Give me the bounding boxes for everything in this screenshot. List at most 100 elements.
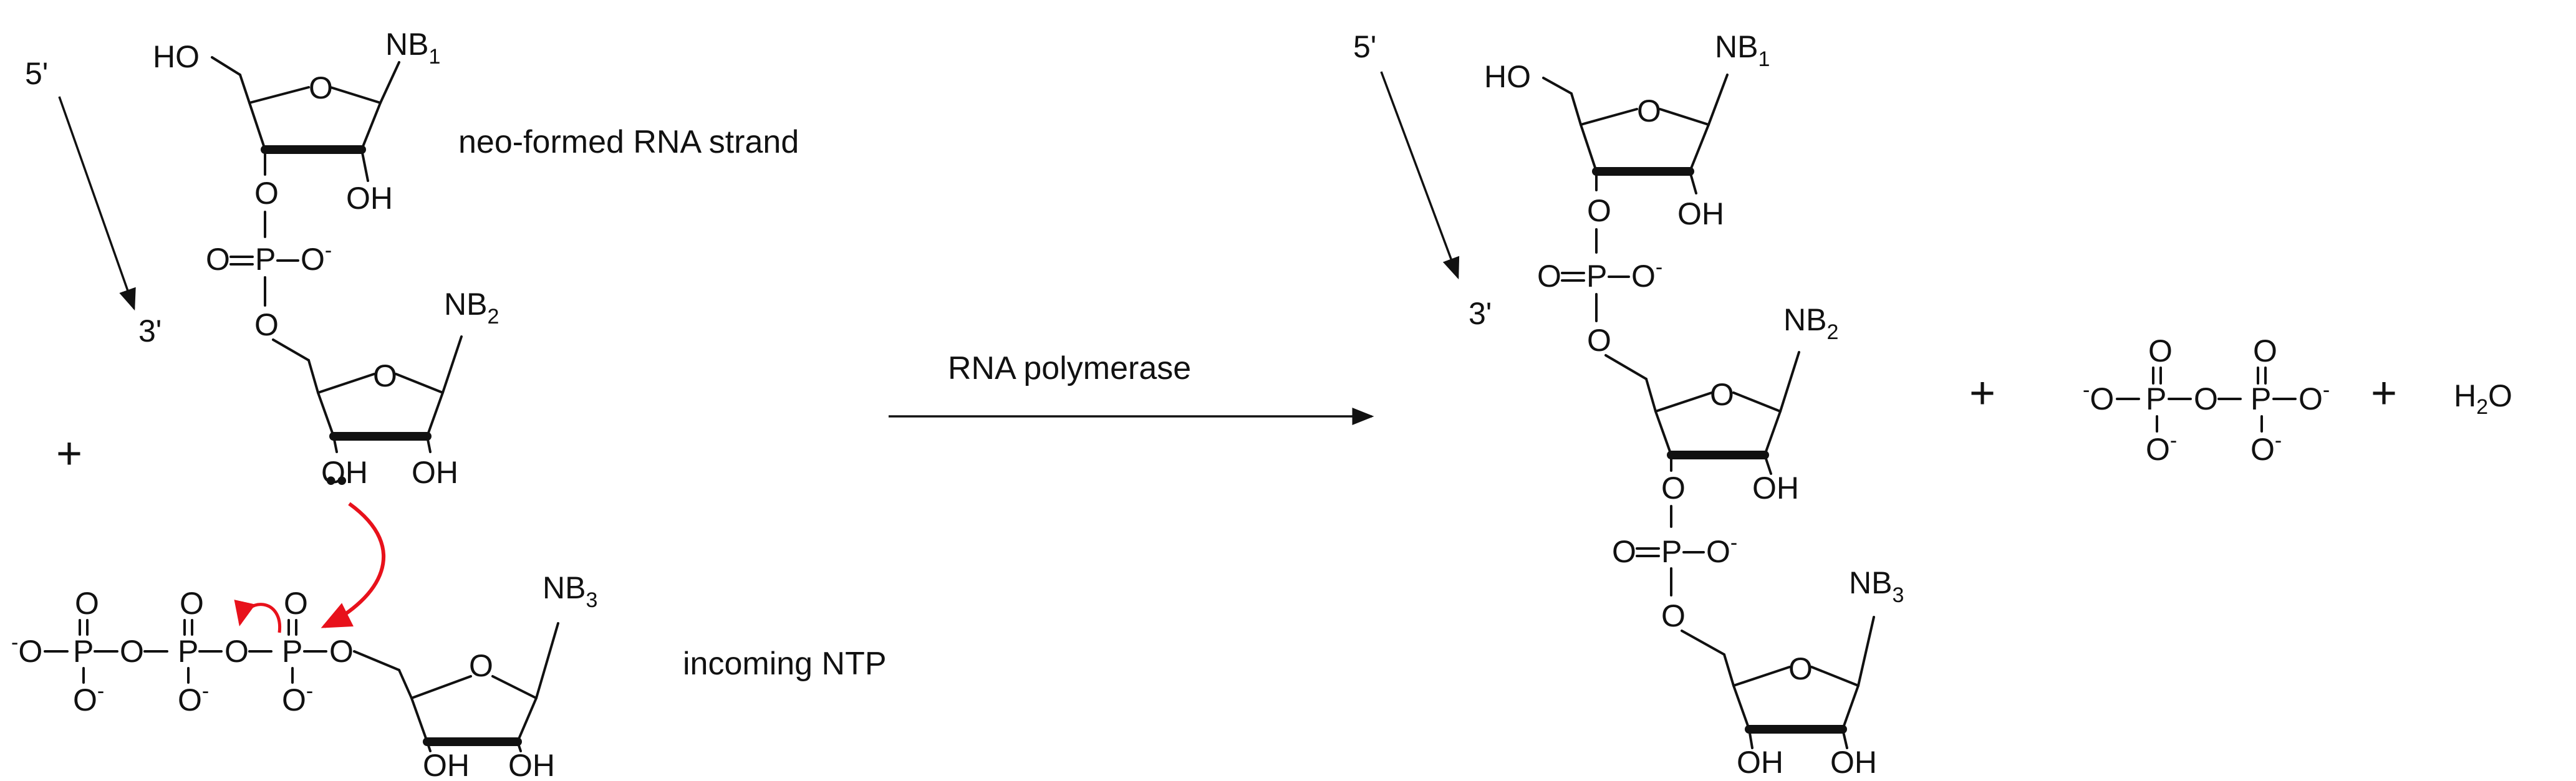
- product-nucleotide-1: HO O NB1 OH O: [1484, 29, 1770, 254]
- oxygen: O: [206, 242, 230, 277]
- bond: [426, 391, 444, 438]
- phosphorus: P: [178, 634, 198, 669]
- bond: [1681, 630, 1725, 656]
- direction-arrow: [1380, 71, 1460, 280]
- bond: [248, 102, 266, 151]
- base-label-2: NB2: [1783, 302, 1838, 344]
- bond: [1732, 391, 1782, 413]
- base-label-2: NB2: [444, 287, 499, 328]
- product-nucleotide-3: O NB3 OH OH: [1723, 565, 1904, 780]
- neo-formed-strand-label: neo-formed RNA strand: [458, 124, 799, 160]
- three-prime-label: 3': [1469, 296, 1492, 331]
- hydroxyl-label: OH: [508, 748, 555, 781]
- bond: [329, 86, 382, 104]
- phosphorus: P: [73, 634, 94, 669]
- oxygen: O: [284, 586, 308, 621]
- hydroxyl-label: HO: [1484, 59, 1531, 94]
- bond: [441, 335, 463, 394]
- bond: [317, 391, 335, 438]
- bond: [395, 373, 444, 394]
- oxygen-anion: O-: [178, 679, 209, 717]
- oxygen-anion: -O: [2083, 378, 2114, 416]
- bond: [1542, 77, 1573, 95]
- oxygen: O: [75, 586, 99, 621]
- plus-sign: +: [1969, 368, 1995, 418]
- bond: [1723, 653, 1735, 687]
- bond: [1763, 454, 1772, 475]
- oxygen-anion: O-: [2146, 429, 2177, 467]
- bridge-oxygen: O: [2194, 381, 2218, 416]
- oxygen: O: [1612, 534, 1636, 569]
- bond: [360, 148, 369, 182]
- phosphorus: P: [1586, 259, 1607, 294]
- reaction-arrow-group: RNA polymerase: [889, 350, 1374, 425]
- bridge-oxygen: O: [224, 634, 249, 669]
- bond: [248, 86, 310, 104]
- bridge-oxygen: O: [254, 307, 279, 342]
- bond: [1689, 123, 1710, 173]
- oxygen: O: [2148, 333, 2173, 368]
- bond: [491, 675, 538, 699]
- bond: [317, 373, 375, 394]
- hydroxyl-label: OH: [412, 455, 458, 490]
- direction-arrow: [58, 96, 136, 311]
- oxygen-anion: O-: [2299, 378, 2330, 416]
- bond: [410, 675, 472, 699]
- three-prime-hydroxyl: OH: [321, 455, 368, 490]
- hydroxyl-label: HO: [153, 39, 200, 74]
- nucleotide-2: O NB2 OH •• OH: [307, 287, 499, 498]
- bond: [1841, 684, 1860, 731]
- leaving-group-arrow: [234, 600, 281, 633]
- hydroxyl-label: OH: [1677, 196, 1724, 231]
- bond: [211, 56, 241, 76]
- nucleophilic-attack-arrow: [321, 502, 386, 628]
- base-label-3: NB3: [1849, 565, 1904, 607]
- ring-oxygen: O: [373, 358, 397, 393]
- hydroxyl-label: OH: [1830, 745, 1877, 780]
- bond: [1580, 108, 1638, 126]
- product-nucleotide-2: O NB2 OH O: [1645, 302, 1838, 528]
- plus-sign: +: [2371, 368, 2397, 418]
- oxygen-anion: O-: [301, 239, 332, 277]
- bond: [360, 102, 382, 151]
- bond: [398, 669, 413, 699]
- bond: [1732, 666, 1791, 687]
- oxygen-anion: O-: [1706, 531, 1737, 569]
- ring-oxygen: O: [309, 70, 333, 105]
- enzyme-label: RNA polymerase: [948, 350, 1191, 386]
- five-prime-label: 5': [25, 56, 48, 91]
- bond: [426, 435, 432, 453]
- bond: [332, 435, 338, 453]
- bond: [353, 650, 400, 671]
- strand-direction-left: 5' 3': [25, 56, 162, 348]
- hydroxyl-label: OH: [1737, 745, 1783, 780]
- oxygen-anion: -O: [11, 631, 42, 669]
- incoming-ntp: O -O P O- O O P O- O O P: [11, 570, 597, 781]
- base-label-1: NB1: [1715, 29, 1770, 71]
- bond: [1654, 410, 1672, 456]
- bond: [1763, 410, 1782, 456]
- bond: [426, 740, 432, 752]
- bond: [410, 697, 428, 743]
- phosphate-1: O P O- O: [206, 239, 332, 362]
- strand-direction-right: 5' 3': [1353, 29, 1492, 331]
- bridge-oxygen: O: [1661, 598, 1686, 633]
- bond: [307, 359, 319, 394]
- oxygen: O: [2253, 333, 2277, 368]
- bridge-oxygen: O: [1661, 471, 1686, 505]
- bond: [1689, 170, 1697, 194]
- nucleotide-1-top: HO O NB1 OH O: [153, 27, 440, 238]
- pyrophosphate: O -O P O- O O P O- O-: [2083, 333, 2330, 467]
- water-formula: H2O: [2454, 378, 2512, 419]
- oxygen-anion: O-: [282, 679, 313, 717]
- bond: [1604, 354, 1647, 380]
- bond: [1570, 92, 1582, 126]
- bond: [516, 740, 522, 752]
- bridge-oxygen: O: [329, 634, 354, 669]
- hydroxyl-label: OH: [423, 748, 470, 781]
- ring-oxygen: O: [1710, 377, 1734, 412]
- bond: [1645, 378, 1657, 413]
- product-phosphate-1: O P O- O: [1537, 256, 1662, 380]
- bond: [1659, 108, 1710, 126]
